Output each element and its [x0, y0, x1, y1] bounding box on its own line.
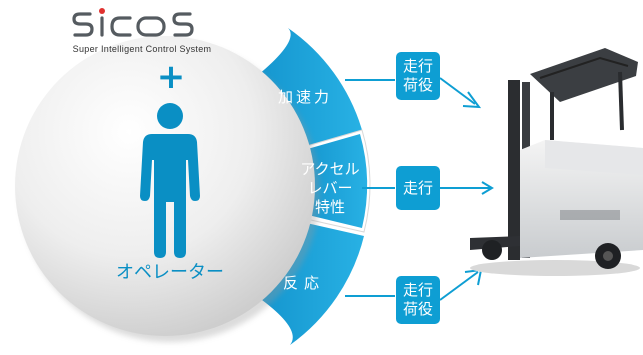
arrow-top-out — [439, 77, 476, 105]
output-line: 走行 — [402, 178, 433, 197]
arrow-bottom-head — [464, 268, 483, 286]
segment-accel-lever-fill — [304, 134, 368, 228]
arrow-bottom-out — [439, 271, 479, 301]
output-line: 荷役 — [402, 300, 433, 318]
segment-label-line: アクセル — [300, 160, 360, 178]
output-box-travel-handling-bottom: 走行 荷役 — [396, 276, 440, 324]
forklift-image — [470, 48, 643, 276]
segment-label-acceleration: 加速力 — [277, 88, 332, 106]
plus-sign: + — [156, 57, 186, 97]
output-box-travel-mid: 走行 — [396, 166, 440, 210]
logo-wordmark: sicos — [18, 2, 266, 42]
logo-name: sicos — [18, 2, 19, 3]
logo-subtitle: Super Intelligent Control System — [72, 44, 212, 54]
segment-acceleration — [258, 28, 362, 148]
operator-label: オペレーター — [116, 262, 224, 283]
segment-label-line: レバー — [307, 179, 353, 197]
segment-label-line: 特性 — [314, 198, 345, 216]
segment-response — [262, 222, 364, 345]
output-line: 走行 — [402, 281, 433, 299]
segment-label-accel-lever: アクセル レバー 特性 — [300, 160, 360, 217]
output-line: 走行 — [402, 57, 433, 75]
output-box-travel-handling-top: 走行 荷役 — [396, 52, 440, 100]
arrow-top-head — [462, 91, 482, 109]
sicos-logo — [72, 8, 194, 37]
segment-label-response: 反応 — [282, 274, 325, 292]
person-icon — [140, 103, 200, 258]
output-line: 荷役 — [402, 76, 433, 94]
arrow-mid-head — [481, 181, 494, 195]
